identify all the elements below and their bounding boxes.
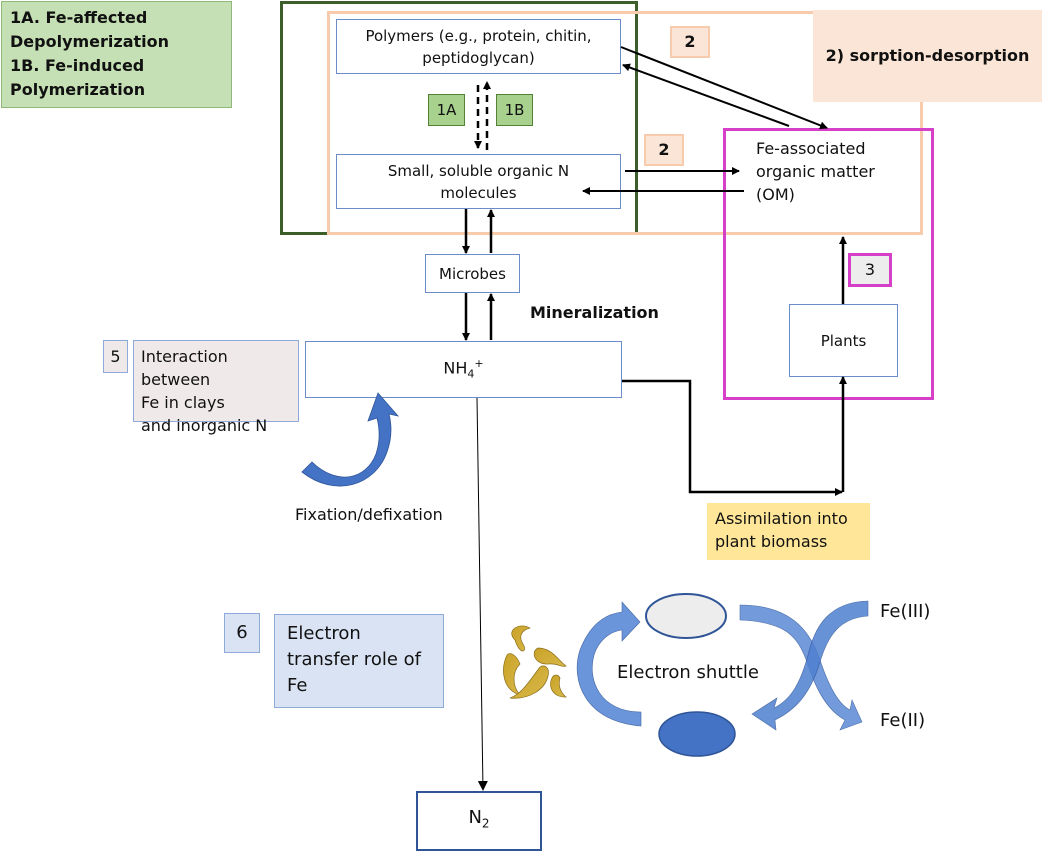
fe-om-text-3: (OM) — [756, 185, 795, 204]
fixation-label: Fixation/defixation — [295, 505, 443, 524]
arrow-fe-om-to-polymers — [622, 63, 790, 127]
n2-text: N — [468, 807, 482, 829]
electron-text-2: transfer role of — [287, 649, 421, 670]
legend-line-4: Polymerization — [10, 80, 146, 99]
arrow-nh4-to-plants-assimilation — [622, 379, 843, 496]
arrow-nh4-to-n2 — [476, 397, 488, 791]
fe2-label: Fe(II) — [880, 710, 926, 731]
small-text-2: molecules — [440, 183, 517, 202]
assimilation-text-1: Assimilation into — [715, 509, 848, 528]
n2-subscript: 2 — [481, 816, 490, 831]
sorption-label-box: 2) sorption-desorption — [813, 10, 1042, 102]
interaction-text-3: and inorganic N — [141, 416, 268, 435]
fe-associated-om-node[interactable]: Fe-associated organic matter (OM) — [756, 137, 906, 207]
legend-line-1: 1A. Fe-affected — [10, 8, 148, 27]
nh4-node[interactable]: NH4+ — [305, 341, 622, 398]
nh4-subscript: 4 — [467, 367, 475, 381]
shuttle-reduced-ellipse — [658, 711, 736, 757]
nh4-text: NH — [443, 358, 468, 378]
shuttle-arrow-from-fe3 — [751, 600, 869, 731]
badge-2-mid: 2 — [644, 134, 684, 166]
polymers-text-2: peptidoglycan) — [422, 48, 535, 67]
microbe-cluster-icon — [503, 625, 567, 699]
fe-om-text-1: Fe-associated — [756, 139, 866, 158]
polymers-node[interactable]: Polymers (e.g., protein, chitin, peptido… — [336, 19, 621, 74]
legend-line-3: 1B. Fe-induced — [10, 56, 145, 75]
badge-2-top: 2 — [670, 26, 710, 58]
polymers-text-1: Polymers (e.g., protein, chitin, — [365, 26, 592, 45]
small-soluble-organic-n-node[interactable]: Small, soluble organic N molecules — [336, 154, 621, 209]
n2-node[interactable]: N2 — [416, 791, 542, 851]
badge-1b: 1B — [496, 94, 533, 126]
electron-text-1: Electron — [287, 623, 361, 644]
microbes-node[interactable]: Microbes — [425, 254, 520, 293]
assimilation-text-2: plant biomass — [715, 532, 828, 551]
sorption-label: 2) sorption-desorption — [825, 46, 1030, 65]
arrow-polymers-to-fe-om — [620, 46, 828, 130]
small-text-1: Small, soluble organic N — [387, 161, 570, 180]
legend-line-2: Depolymerization — [10, 32, 170, 51]
electron-transfer-box: Electron transfer role of Fe — [274, 614, 444, 708]
badge-1a: 1A — [428, 94, 465, 126]
electron-text-3: Fe — [287, 675, 308, 696]
badge-3: 3 — [848, 253, 892, 287]
plants-text: Plants — [820, 331, 867, 350]
nh4-superscript: + — [474, 357, 484, 371]
shuttle-oxidized-ellipse — [645, 593, 727, 639]
fe-om-frame — [723, 128, 934, 400]
plants-node[interactable]: Plants — [789, 304, 898, 377]
electron-shuttle-label: Electron shuttle — [617, 662, 759, 683]
shuttle-arrow-to-fe2 — [739, 604, 863, 731]
badge-6: 6 — [224, 613, 260, 653]
mineralization-label: Mineralization — [530, 303, 659, 322]
assimilation-box: Assimilation into plant biomass — [707, 503, 870, 560]
fe-om-text-2: organic matter — [756, 162, 875, 181]
fe3-label: Fe(III) — [880, 601, 931, 622]
interaction-text-1: Interaction between — [141, 347, 228, 389]
microbes-text: Microbes — [439, 264, 506, 283]
badge-5: 5 — [103, 340, 128, 373]
sorption-frame — [327, 11, 923, 235]
interaction-box: Interaction between Fe in clays and inor… — [133, 340, 299, 435]
shuttle-cycle-arrow-left — [576, 601, 642, 727]
legend-box: 1A. Fe-affected Depolymerization 1B. Fe-… — [1, 1, 232, 108]
fixation-curved-arrow — [301, 392, 400, 487]
interaction-text-2: Fe in clays — [141, 393, 225, 412]
